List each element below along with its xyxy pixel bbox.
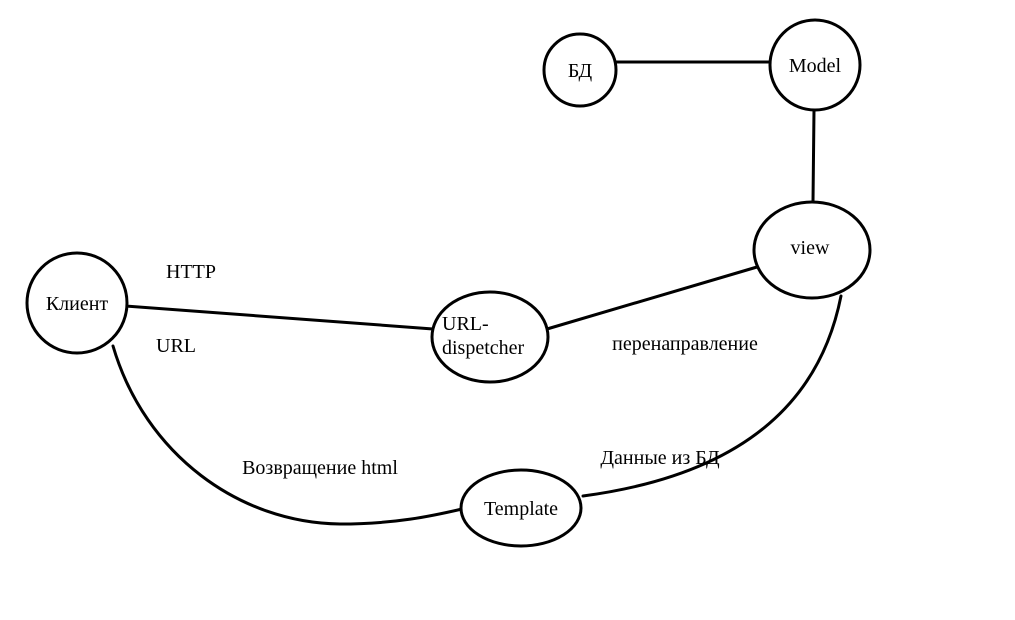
node-url-dispatcher-label-line2: dispetcher: [442, 337, 525, 359]
node-client-label: Клиент: [46, 293, 109, 315]
edge-dispatcher-view: [545, 265, 759, 331]
node-model-circle: [768, 18, 862, 112]
edge-client-dispatcher: [124, 304, 435, 331]
edge-label-redirect: перенаправление: [612, 333, 758, 355]
edge-model-view: [811, 108, 816, 204]
edge-label-return-html: Возвращение html: [242, 457, 398, 479]
edge-template-client: [111, 344, 464, 526]
node-client-circle: [25, 251, 129, 355]
node-view-label: view: [791, 237, 830, 259]
edge-label-data-from-db: Данные из БД: [600, 447, 720, 469]
edge-label-url: URL: [156, 335, 196, 357]
node-url-dispatcher: URL- dispetcher: [430, 290, 550, 384]
node-url-dispatcher-ellipse: [430, 290, 550, 384]
node-model-label: Model: [789, 55, 842, 77]
node-client: Клиент: [25, 251, 129, 355]
node-view: view: [752, 200, 872, 300]
node-db: БД: [542, 32, 618, 108]
node-url-dispatcher-label-line1: URL-: [442, 313, 489, 335]
node-view-ellipse: [752, 200, 872, 300]
node-template: Template: [459, 468, 583, 548]
node-template-label: Template: [484, 498, 558, 520]
node-template-ellipse: [459, 468, 583, 548]
edge-label-http: HTTP: [166, 261, 216, 283]
node-model: Model: [768, 18, 862, 112]
node-db-circle: [542, 32, 618, 108]
node-db-label: БД: [568, 60, 593, 82]
edge-view-template: [581, 294, 843, 498]
